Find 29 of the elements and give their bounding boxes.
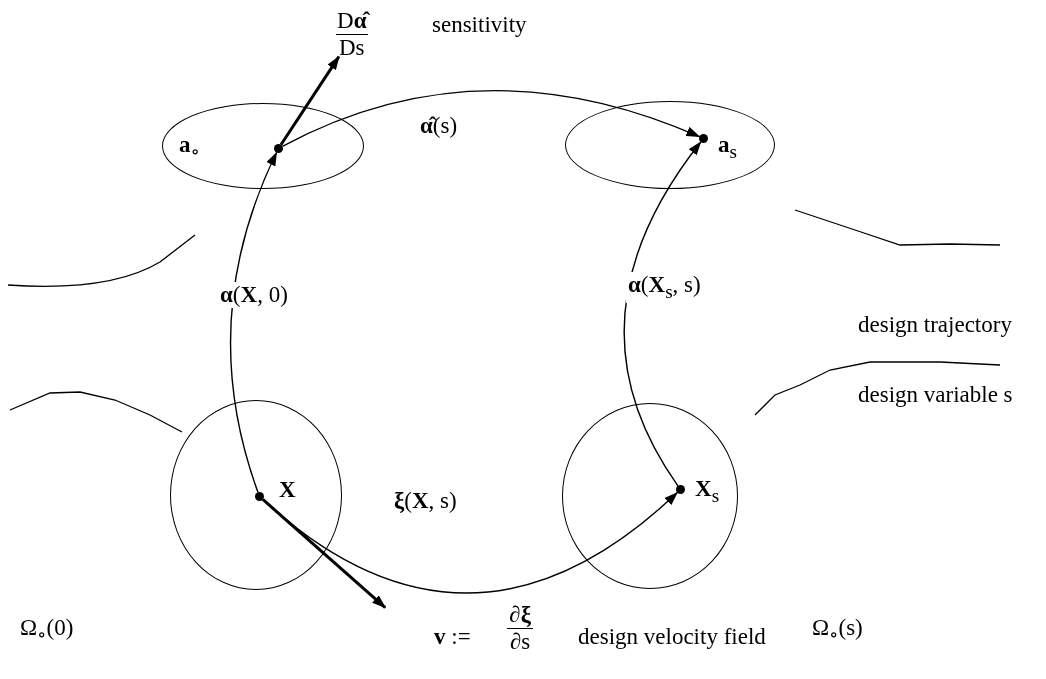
edge-label: α̂(s) xyxy=(418,113,460,139)
arrow xyxy=(281,90,701,148)
edge-label: ξ(X, s) xyxy=(392,488,459,514)
arrow xyxy=(279,55,341,146)
point-label: a$_{∘}$ xyxy=(179,132,200,163)
point-dot xyxy=(254,491,264,501)
annotation-text: sensitivity xyxy=(432,12,527,38)
annotation-text: design trajectory xyxy=(858,312,1012,338)
arrow xyxy=(262,491,678,594)
annotation-text: design velocity field xyxy=(578,624,766,650)
fraction-numerator: Dα̂ xyxy=(336,8,368,35)
edge-label: α(X$_{s}$, s) xyxy=(626,272,703,303)
annotation-text: Ω$_{∘}$(s) xyxy=(812,615,863,646)
annotation-text: Ω$_{∘}$(0) xyxy=(20,615,74,646)
point-dot xyxy=(273,143,283,153)
arrow xyxy=(229,151,278,493)
fraction-numerator: ∂ξ xyxy=(508,602,532,629)
point-dot xyxy=(675,484,685,494)
point-dot xyxy=(698,133,708,143)
annotation-text: design variable s xyxy=(858,382,1013,408)
point-label: X xyxy=(279,477,296,503)
fraction-denominator: ∂s xyxy=(507,628,534,656)
point-label: X$_{s}$ xyxy=(695,476,720,507)
fraction-denominator: Ds xyxy=(336,34,368,62)
math-text: v := xyxy=(434,624,471,650)
edge-label: α(X, 0) xyxy=(218,282,290,308)
point-label: a$_{s}$ xyxy=(718,132,737,163)
arrow xyxy=(623,141,702,487)
arrow xyxy=(261,498,387,609)
